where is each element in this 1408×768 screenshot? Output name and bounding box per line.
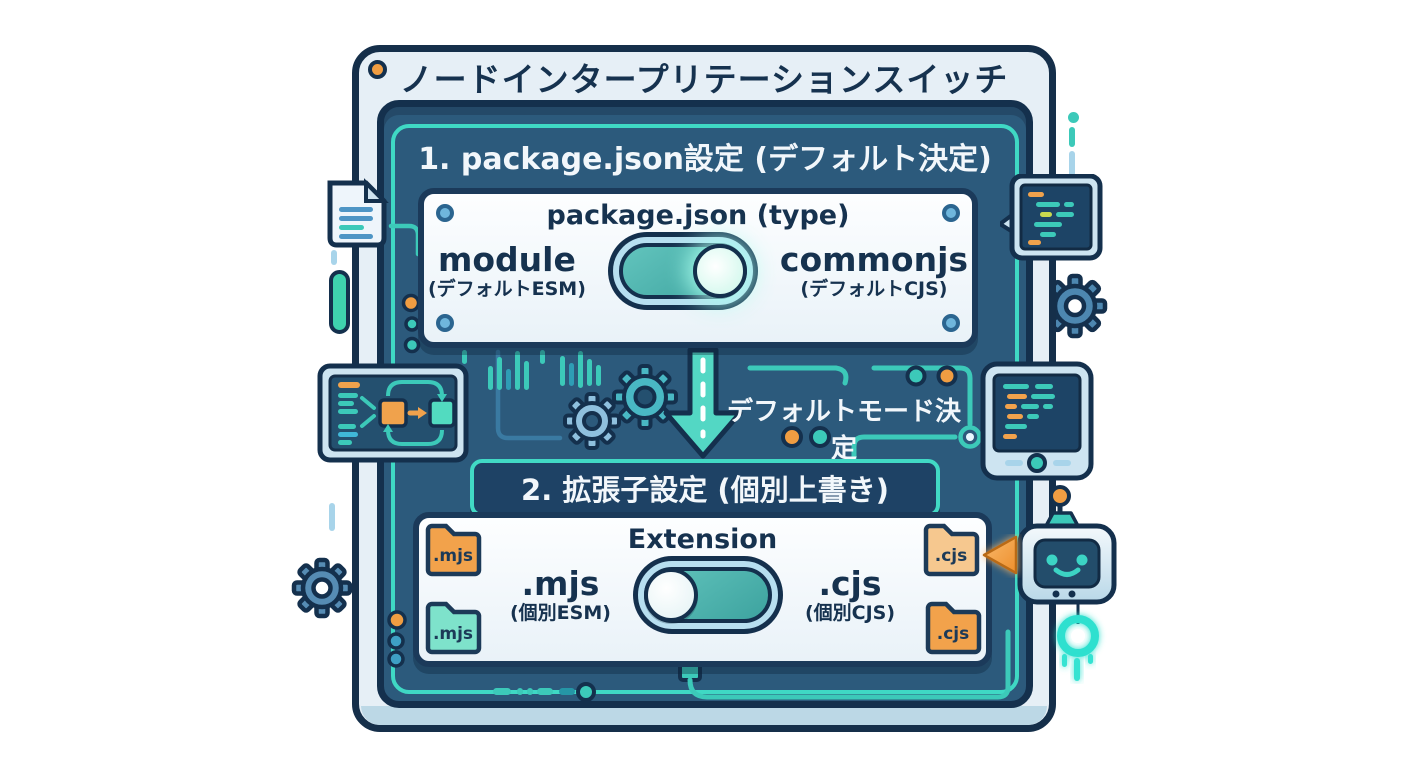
cjs-label: .cjs — [818, 563, 882, 603]
module-label: module — [437, 239, 576, 279]
tablet-icon — [980, 361, 1094, 481]
code-bubble-icon — [1000, 174, 1103, 261]
gear-icon — [291, 557, 353, 619]
module-option: module (デフォルトESM) — [428, 243, 586, 299]
cjs-option: .cjs (個別CJS) — [805, 567, 895, 623]
mjs-sublabel: (個別ESM) — [509, 601, 611, 624]
flow-arrow-label: デフォルトモード決定 — [726, 397, 961, 464]
cjs-sublabel: (個別CJS) — [804, 601, 896, 624]
flowchart-monitor-icon — [317, 363, 469, 463]
screw-icon — [436, 204, 454, 222]
toggle-track — [618, 243, 747, 299]
folder-icon: .mjs — [423, 598, 483, 656]
package-json-title: package.json (type) — [546, 200, 850, 231]
page-title: ノードインタープリテーションスイッチ — [399, 60, 1009, 99]
folder-icon: .cjs — [923, 598, 983, 656]
accent-tick — [1069, 151, 1075, 177]
commonjs-option: commonjs (デフォルトCJS) — [780, 243, 968, 299]
screw-icon — [942, 314, 960, 332]
robot-icon — [1017, 485, 1117, 681]
folder-icon: .cjs — [921, 520, 981, 578]
extension-title: Extension — [627, 524, 778, 555]
cursor-icon — [982, 535, 1018, 575]
section1-heading: 1. package.json設定 (デフォルト決定) — [418, 142, 992, 177]
module-sublabel: (デフォルトESM) — [427, 277, 586, 300]
mjs-label: .mjs — [521, 563, 600, 603]
package-json-card: package.json (type) module (デフォルトESM) co… — [418, 188, 978, 348]
accent-dot — [1068, 112, 1079, 123]
screw-icon — [436, 314, 454, 332]
toggle-knob[interactable] — [692, 244, 747, 298]
extension-toggle[interactable] — [632, 556, 783, 634]
toggle-track — [643, 567, 772, 623]
package-type-toggle[interactable] — [607, 232, 758, 310]
toggle-knob[interactable] — [643, 568, 698, 622]
screw-icon — [942, 204, 960, 222]
accent-tick — [1069, 127, 1075, 147]
accent-tick — [329, 503, 335, 531]
commonjs-label: commonjs — [779, 239, 969, 279]
document-icon — [327, 178, 389, 248]
accent-tick — [331, 250, 337, 265]
folder-icon: .mjs — [423, 520, 483, 578]
section2-heading: 2. 拡張子設定 (個別上書き) — [470, 459, 940, 517]
teal-pill-icon — [329, 270, 350, 334]
mjs-option: .mjs (個別ESM) — [510, 567, 611, 623]
orange-dot-icon — [368, 60, 387, 79]
card-bottom-strip — [361, 706, 1047, 725]
commonjs-sublabel: (デフォルトCJS) — [800, 277, 948, 300]
extension-card: Extension .mjs (個別ESM) .cjs (個別CJS) — [413, 512, 992, 667]
